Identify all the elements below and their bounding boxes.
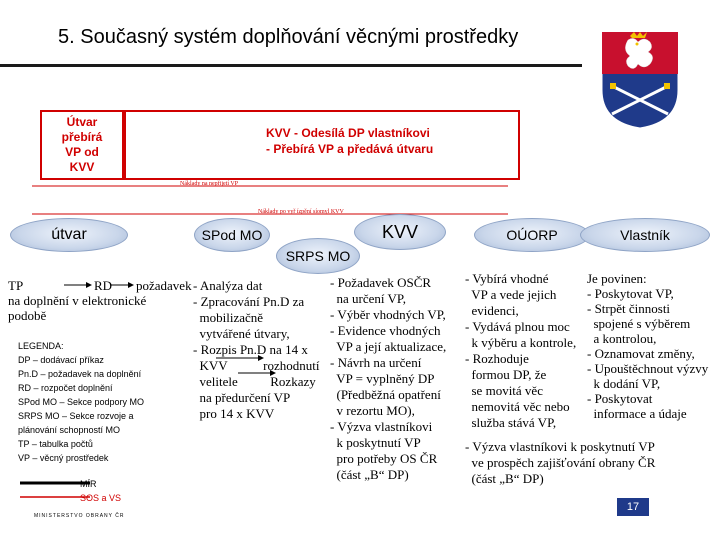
legend-item: RD – rozpočet doplnění bbox=[18, 383, 113, 393]
legend-item: plánování schopností MO bbox=[18, 425, 121, 435]
node-srps: SRPS MO bbox=[276, 238, 360, 274]
spod-column: - Analýza dat - Zpracování Pn.D za mobil… bbox=[193, 278, 320, 421]
node-vlastnik: Vlastník bbox=[580, 218, 710, 252]
node-spod: SPod MO bbox=[194, 218, 270, 252]
kvv-sends-box: KVV - Odesílá DP vlastníkovi - Přebírá V… bbox=[124, 110, 520, 180]
kvv-column: - Požadavek OSČR na určení VP, - Výběr v… bbox=[330, 275, 447, 482]
legend-line-sos: SOS a VS bbox=[80, 493, 122, 503]
legend-item: SRPS MO – Sekce rozvoje a bbox=[18, 411, 134, 421]
legend-item: DP – dodávací příkaz bbox=[18, 355, 104, 365]
node-ouorp: OÚORP bbox=[474, 218, 590, 252]
utvar-pozadavek: požadavek bbox=[136, 278, 192, 293]
legend-item: TP – tabulka počtů bbox=[18, 439, 93, 449]
utvar-receives-box: Útvar přebírá VP od KVV bbox=[40, 110, 124, 180]
node-kvv: KVV bbox=[354, 214, 446, 250]
utvar-text: na doplnění v elektronické podobě bbox=[8, 293, 147, 323]
page-title: 5. Současný systém doplňování věcnými pr… bbox=[58, 26, 519, 48]
flow-label-costs: Náklady na nepřijetí VP bbox=[180, 181, 239, 187]
footer-ministry: MINISTERSTVO OBRANY ČR bbox=[34, 513, 125, 519]
flow-label-costs-2: Náklady po vyř ízpění síomyl KVV bbox=[258, 209, 344, 215]
ouorp-column: - Vybírá vhodné VP a vede jejich evidenc… bbox=[465, 271, 577, 430]
legend-line-mir: MÍR bbox=[80, 479, 97, 489]
utvar-rd: RD bbox=[94, 278, 113, 293]
page-number: 17 bbox=[617, 498, 649, 516]
legend-item: Pn.D – požadavek na doplnění bbox=[18, 369, 142, 379]
legend-item: SPod MO – Sekce podpory MO bbox=[18, 397, 145, 407]
utvar-tp: TP bbox=[8, 278, 24, 293]
title-rule bbox=[0, 64, 582, 67]
army-emblem-icon bbox=[601, 31, 679, 129]
legend-item: VP – věcný prostředek bbox=[18, 453, 109, 463]
vlastnik-column: Je povinen: - Poskytovat VP, - Strpět či… bbox=[587, 271, 709, 421]
legend-heading: LEGENDA: bbox=[18, 341, 64, 351]
legend: LEGENDA: DP – dodávací příkaz Pn.D – pož… bbox=[18, 339, 144, 465]
ouorp-bottom: - Výzva vlastníkovi k poskytnutí VP ve p… bbox=[465, 439, 656, 486]
node-utvar: útvar bbox=[10, 218, 128, 252]
